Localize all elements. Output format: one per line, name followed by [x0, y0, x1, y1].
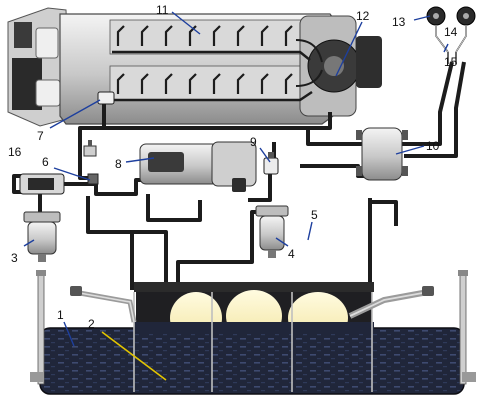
callout-12: 12 — [356, 9, 370, 23]
callout-labels: 1 2 3 4 5 6 7 8 9 10 11 12 13 14 15 16 — [8, 3, 458, 331]
injector-row-top — [116, 25, 293, 46]
callout-9: 9 — [250, 135, 257, 149]
line-to-gauges — [306, 61, 454, 146]
filler-cap-right — [422, 286, 434, 296]
callout-2: 2 — [88, 317, 95, 331]
manual-primer — [83, 140, 97, 157]
line-5-elbow — [370, 200, 398, 226]
callout-8: 8 — [115, 157, 122, 171]
fuel-gauges — [426, 6, 476, 64]
line-pump-feed — [146, 194, 202, 222]
return-line-right — [104, 112, 332, 130]
callout-7: 7 — [37, 129, 44, 143]
callout-10: 10 — [426, 139, 440, 153]
tank-supports — [30, 270, 476, 385]
line-filter3-up — [12, 174, 42, 214]
callout-15: 15 — [444, 55, 458, 69]
fuel-heater — [356, 127, 408, 181]
callout-3: 3 — [11, 251, 18, 265]
engine-rear-cap — [35, 27, 59, 59]
engine-front-block — [356, 36, 382, 88]
tank-body-top — [134, 322, 374, 332]
line-heater-down — [404, 61, 466, 158]
coarse-filter — [23, 211, 61, 262]
bypass-valve — [263, 152, 279, 175]
tank-top-band — [134, 282, 374, 292]
pickup-tube-cap-left — [70, 286, 82, 296]
callout-4: 4 — [288, 247, 295, 261]
fuel-rail-top — [112, 50, 311, 61]
primary-filter — [19, 173, 65, 195]
fuel-transfer-pump — [139, 141, 257, 192]
fine-filter — [255, 205, 289, 258]
leader-lines — [23, 11, 449, 347]
callout-16: 16 — [8, 145, 22, 159]
return-line-to-tank — [86, 196, 168, 290]
engine-assembly — [7, 7, 382, 127]
injector-row-bottom — [116, 73, 293, 94]
callout-5: 5 — [311, 208, 318, 222]
callout-11: 11 — [156, 3, 169, 17]
callout-13: 13 — [392, 15, 406, 29]
tank-body — [39, 327, 465, 395]
fuel-rail-bottom — [112, 90, 313, 102]
engine-rear-dark-top — [14, 22, 32, 48]
fuel-tank — [30, 270, 476, 395]
line-filter4 — [176, 210, 272, 290]
line-valve9-to-filter4 — [248, 172, 272, 202]
callout-6: 6 — [42, 155, 49, 169]
fuel-fitting — [87, 173, 99, 185]
callout-14: 14 — [444, 25, 458, 39]
pickup-tube-left — [73, 289, 137, 323]
engine-rear-cap-2 — [35, 79, 61, 107]
leader-line-2 — [101, 331, 167, 381]
callout-1: 1 — [57, 308, 64, 322]
return-collector — [97, 91, 115, 105]
high-pressure-lines — [295, 39, 323, 87]
line-filter16-to-pump — [62, 178, 142, 196]
